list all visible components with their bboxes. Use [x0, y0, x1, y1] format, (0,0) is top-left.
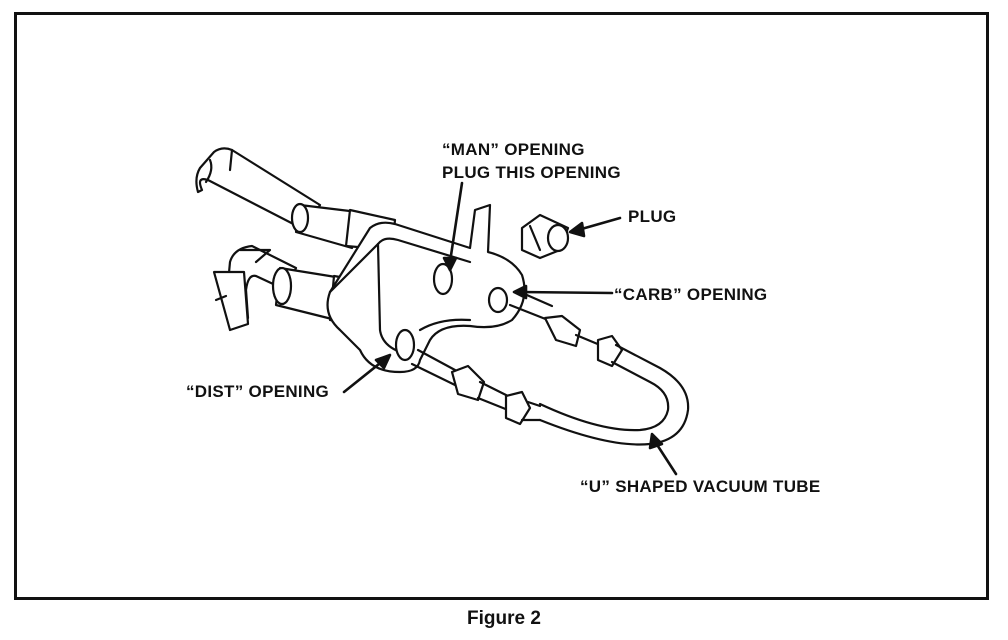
u-shaped-vacuum-tube — [410, 290, 690, 446]
plug-this-opening-label: PLUG THIS OPENING — [442, 163, 621, 182]
man-opening-label: “MAN” OPENING — [442, 140, 585, 159]
carb-opening-label: “CARB” OPENING — [614, 285, 768, 304]
u-tube-label: “U” SHAPED VACUUM TUBE — [580, 477, 821, 496]
figure-caption: Figure 2 — [467, 608, 541, 629]
dist-leader — [342, 353, 392, 394]
figure-frame — [14, 12, 989, 600]
plug-leader — [568, 216, 622, 238]
vacuum-fitting-body — [326, 203, 526, 374]
dist-opening-hole — [394, 328, 416, 362]
upper-hose — [195, 147, 397, 252]
man-opening-hole — [432, 262, 454, 296]
plug-label: PLUG — [628, 207, 677, 226]
dist-opening-label: “DIST” OPENING — [186, 382, 330, 401]
carb-leader — [512, 284, 614, 300]
man-leader — [442, 181, 464, 272]
u-tube-leader — [648, 432, 678, 476]
plug-cap — [520, 213, 570, 260]
carb-opening-hole — [487, 286, 509, 314]
